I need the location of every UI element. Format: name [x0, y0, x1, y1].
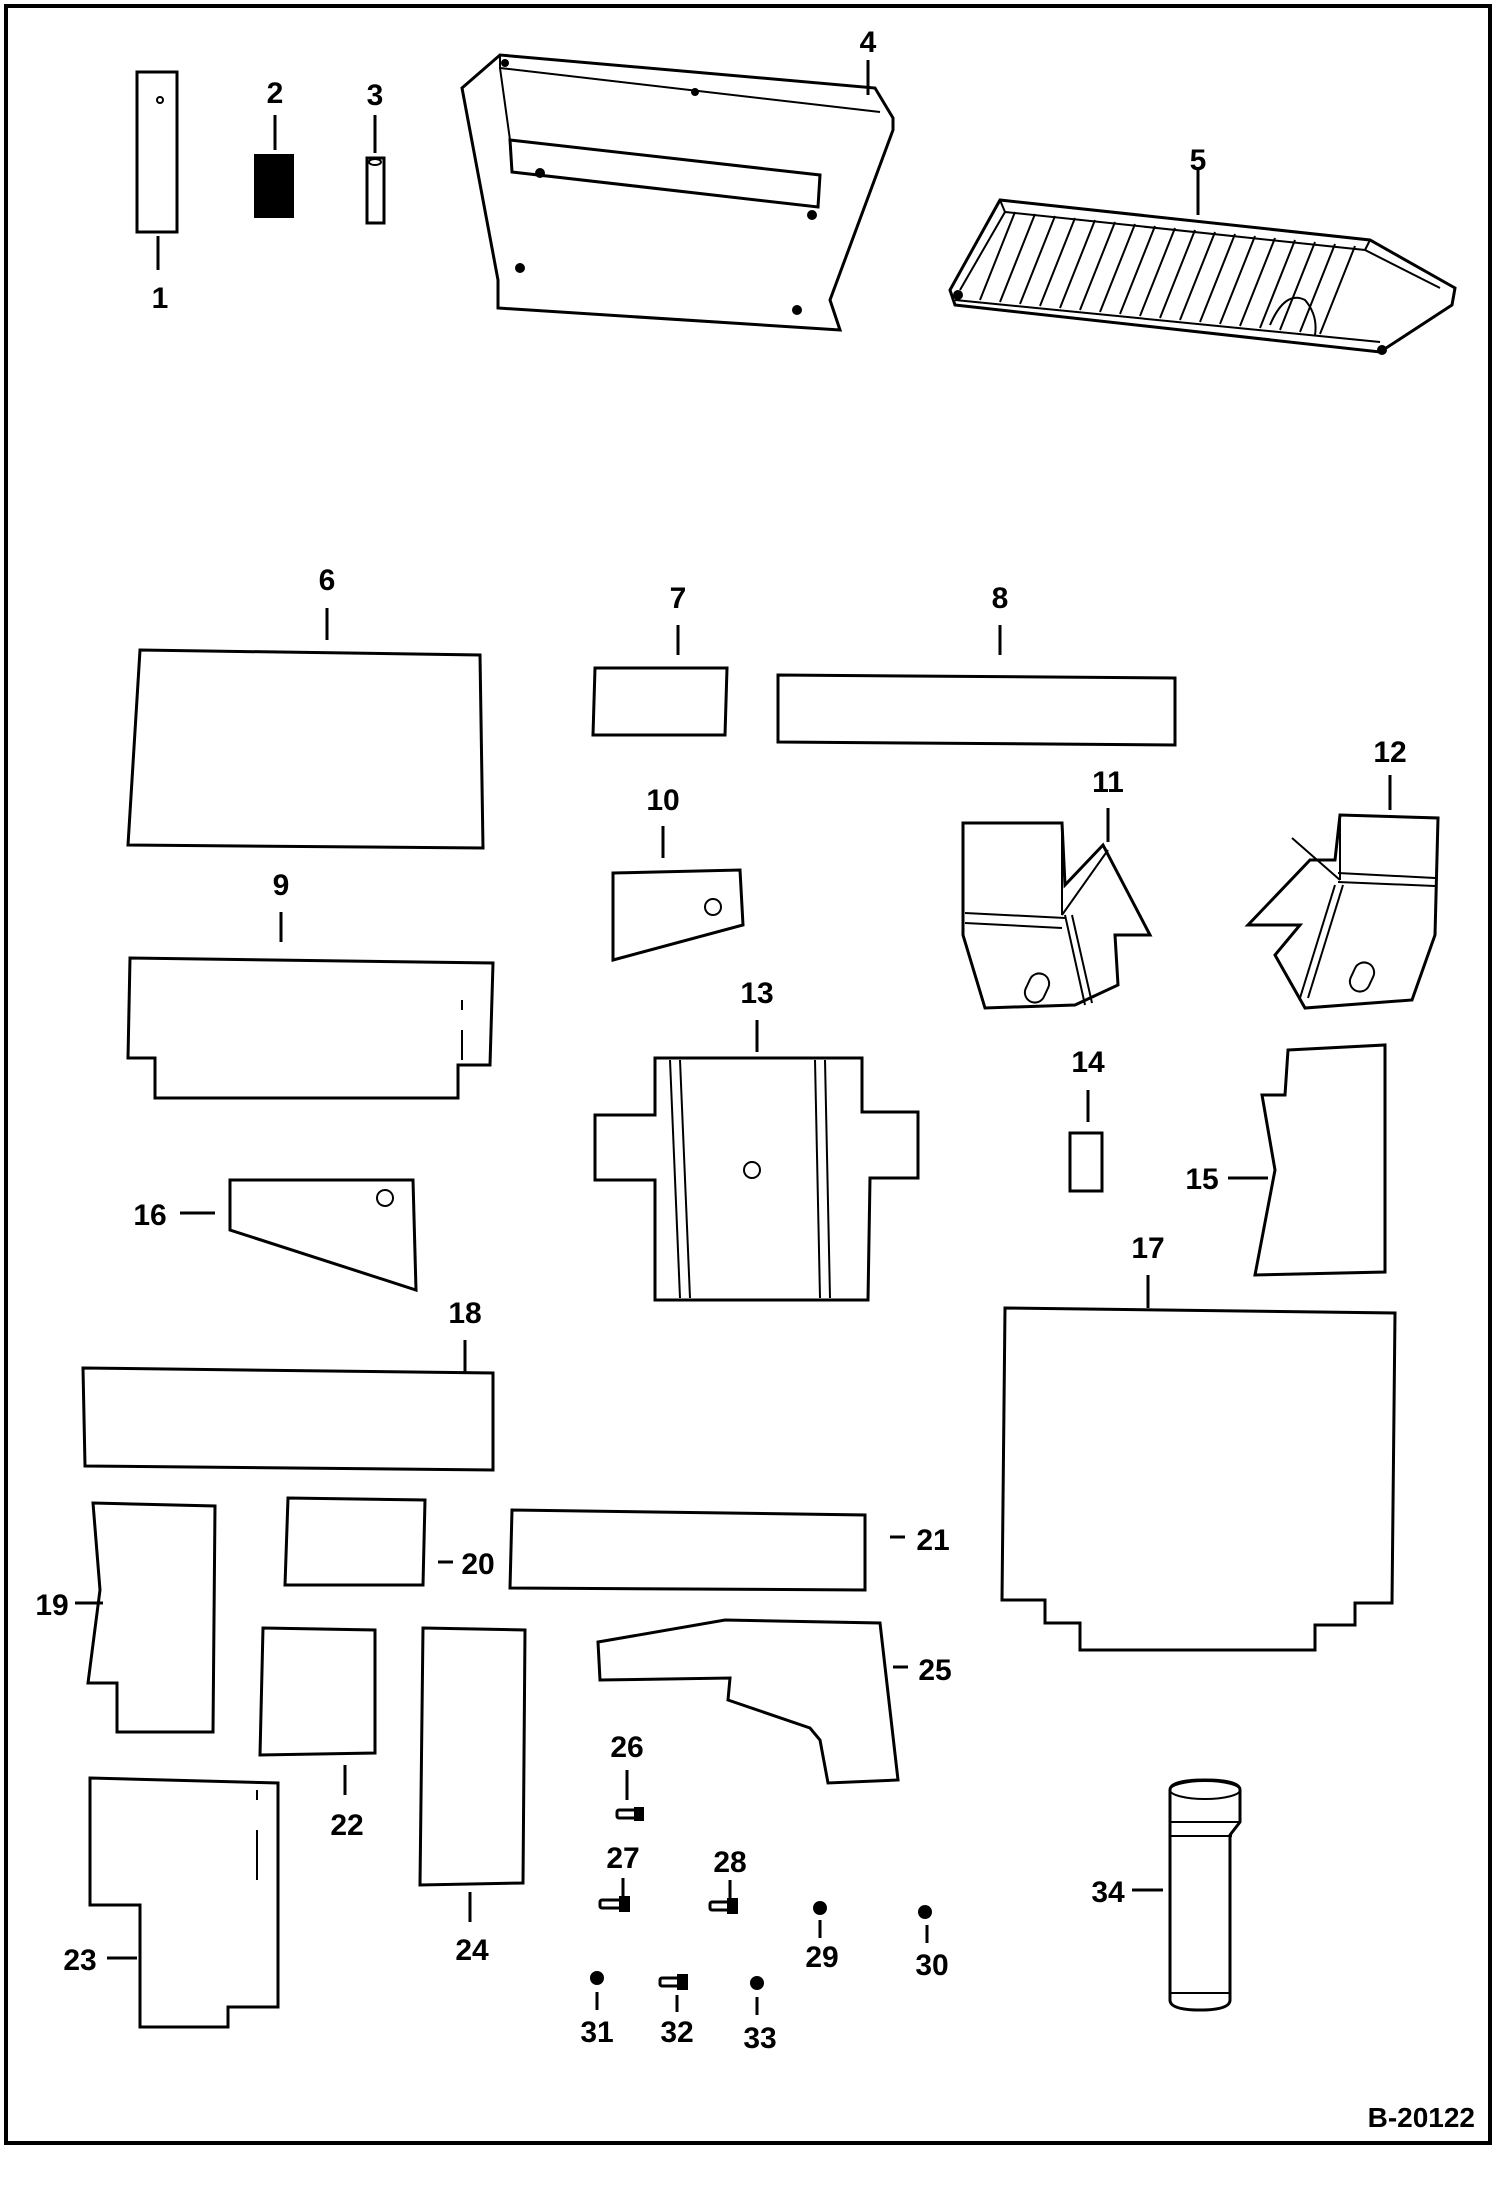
part-12: 12 — [1244, 736, 1440, 1010]
callout-29: 29 — [805, 1941, 838, 1974]
callout-32: 32 — [660, 2016, 693, 2049]
callout-17: 17 — [1131, 1232, 1164, 1265]
callout-22: 22 — [330, 1809, 363, 1842]
part-29: 29 — [805, 1901, 839, 1974]
part-20: 20 — [283, 1496, 495, 1587]
callout-3: 3 — [367, 79, 384, 112]
callout-31: 31 — [580, 2016, 613, 2049]
callout-7: 7 — [670, 582, 687, 615]
drawing-reference-number: B-20122 — [1368, 2102, 1475, 2133]
callout-10: 10 — [646, 784, 679, 817]
callout-34: 34 — [1091, 1876, 1125, 1909]
part-30: 30 — [915, 1905, 949, 1982]
part-13: 13 — [593, 977, 920, 1302]
callout-11: 11 — [1092, 766, 1124, 799]
part-31: 31 — [580, 1971, 614, 2049]
part-27: 27 — [598, 1842, 640, 1912]
callout-19: 19 — [35, 1589, 68, 1622]
callout-33: 33 — [743, 2022, 776, 2055]
callout-26: 26 — [610, 1731, 643, 1764]
page-border — [4, 4, 1492, 2145]
part-8: 8 — [776, 582, 1177, 747]
part-5: 5 — [948, 144, 1457, 355]
part-2: 2 — [254, 77, 294, 218]
callout-18: 18 — [448, 1297, 481, 1330]
callout-24: 24 — [455, 1934, 489, 1967]
part-26: 26 — [610, 1731, 644, 1821]
callout-25: 25 — [918, 1654, 951, 1687]
callout-5: 5 — [1190, 144, 1207, 177]
part-17: 17 — [1000, 1232, 1397, 1652]
callout-12: 12 — [1373, 736, 1406, 769]
callout-21: 21 — [916, 1524, 949, 1557]
callout-6: 6 — [319, 564, 336, 597]
callout-14: 14 — [1071, 1046, 1105, 1079]
part-21: 21 — [508, 1508, 950, 1592]
part-9: 9 — [126, 869, 495, 1100]
part-33: 33 — [743, 1976, 777, 2055]
callout-15: 15 — [1185, 1163, 1218, 1196]
part-4: 4 — [460, 26, 895, 332]
part-7: 7 — [591, 582, 729, 737]
part-15: 15 — [1185, 1043, 1387, 1277]
part-14: 14 — [1068, 1046, 1105, 1193]
callout-23: 23 — [63, 1944, 96, 1977]
callout-28: 28 — [713, 1846, 746, 1879]
callout-27: 27 — [606, 1842, 639, 1875]
callout-4: 4 — [860, 26, 877, 59]
part-34: 34 — [1091, 1778, 1242, 2012]
part-19: 19 — [35, 1501, 217, 1734]
part-11: 11 — [961, 766, 1153, 1010]
callout-2: 2 — [267, 77, 284, 110]
part-18: 18 — [81, 1297, 495, 1472]
callout-30: 30 — [915, 1949, 948, 1982]
callout-1: 1 — [152, 282, 169, 315]
callout-16: 16 — [133, 1199, 166, 1232]
part-16: 16 — [133, 1178, 418, 1293]
callout-20: 20 — [461, 1548, 494, 1581]
part-23: 23 — [63, 1776, 280, 2029]
callout-8: 8 — [992, 582, 1009, 615]
part-22: 22 — [258, 1626, 377, 1842]
part-3: 3 — [365, 79, 386, 225]
part-24: 24 — [418, 1626, 527, 1967]
part-10: 10 — [611, 784, 745, 962]
part-1: 1 — [135, 70, 179, 315]
part-6: 6 — [126, 564, 485, 850]
part-25: 25 — [596, 1618, 952, 1785]
part-32: 32 — [658, 1974, 694, 2049]
part-28: 28 — [708, 1846, 747, 1914]
callout-13: 13 — [740, 977, 773, 1010]
callout-9: 9 — [273, 869, 290, 902]
